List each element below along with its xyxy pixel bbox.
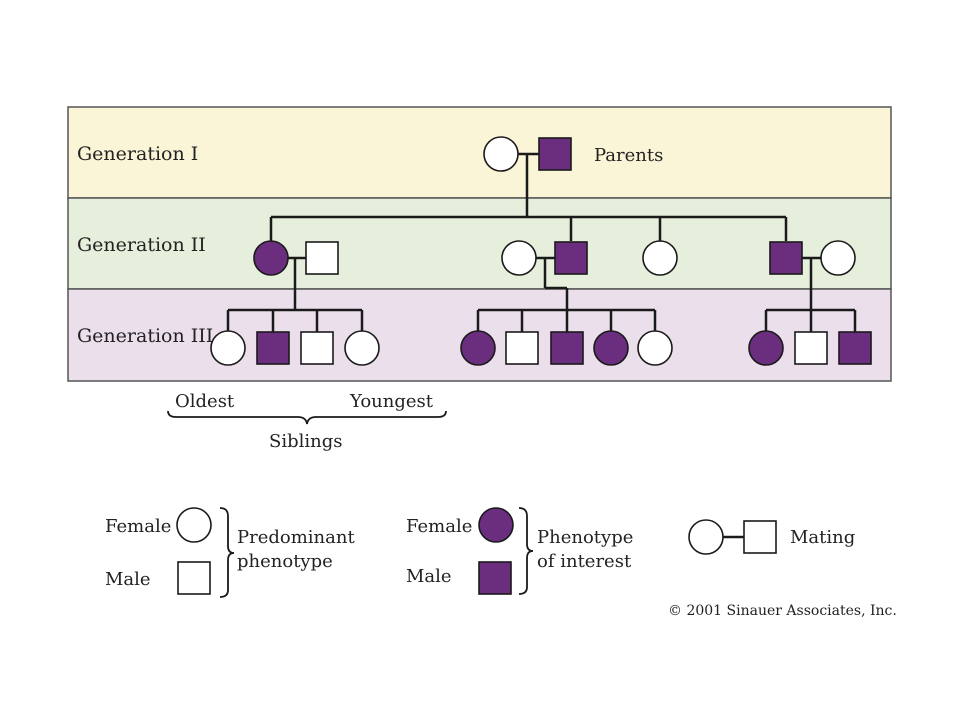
- oldest-label: Oldest: [175, 391, 235, 412]
- legend-affected-female-symbol: [478, 507, 514, 543]
- legend-female-predominant-label: Female: [105, 516, 171, 537]
- parents-label: Parents: [594, 145, 663, 166]
- unaffected-male-symbol: [794, 331, 828, 365]
- affected-female-symbol: [748, 330, 784, 366]
- affected-male-symbol: [550, 331, 584, 365]
- affected-male-symbol: [256, 331, 290, 365]
- affected-male-symbol: [538, 137, 572, 171]
- unaffected-female-symbol: [501, 240, 537, 276]
- generation-ii-band: [67, 197, 892, 290]
- unaffected-female-symbol: [820, 240, 856, 276]
- unaffected-female-symbol: [637, 330, 673, 366]
- unaffected-female-symbol: [210, 330, 246, 366]
- legend-interest-line1: Phenotype: [537, 527, 633, 548]
- affected-female-symbol: [460, 330, 496, 366]
- affected-male-symbol: [554, 241, 588, 275]
- legend-mating-label: Mating: [790, 527, 855, 548]
- legend-unaffected-male-symbol: [177, 561, 211, 595]
- legend-predominant-bracket: [219, 507, 235, 598]
- legend-mating-male-symbol: [743, 520, 777, 554]
- unaffected-female-symbol: [483, 136, 519, 172]
- affected-female-symbol: [253, 240, 289, 276]
- legend-female-interest-label: Female: [406, 516, 472, 537]
- affected-male-symbol: [769, 241, 803, 275]
- unaffected-female-symbol: [344, 330, 380, 366]
- legend-interest-bracket: [518, 507, 534, 595]
- siblings-bracket: [167, 410, 447, 425]
- legend-interest-line2: of interest: [537, 551, 632, 572]
- legend-male-predominant-label: Male: [105, 569, 151, 590]
- youngest-label: Youngest: [349, 391, 434, 412]
- legend: Female Male Predominant phenotype Female…: [105, 507, 855, 598]
- legend-predominant-line2: phenotype: [237, 551, 333, 572]
- generation-iii-label: Generation III: [77, 325, 213, 347]
- unaffected-male-symbol: [505, 331, 539, 365]
- legend-predominant-line1: Predominant: [237, 527, 355, 548]
- legend-unaffected-female-symbol: [176, 507, 212, 543]
- legend-male-interest-label: Male: [406, 566, 452, 587]
- affected-male-symbol: [838, 331, 872, 365]
- unaffected-male-symbol: [300, 331, 334, 365]
- affected-female-symbol: [593, 330, 629, 366]
- unaffected-male-symbol: [305, 241, 339, 275]
- legend-mating-female-symbol: [688, 519, 724, 555]
- pedigree-individuals: [210, 136, 872, 366]
- generation-ii-label: Generation II: [77, 234, 206, 256]
- unaffected-female-symbol: [642, 240, 678, 276]
- pedigree-lines: [226, 152, 857, 332]
- copyright-credit: © 2001 Sinauer Associates, Inc.: [668, 603, 897, 619]
- siblings-label: Siblings: [269, 431, 342, 452]
- legend-affected-male-symbol: [478, 561, 512, 595]
- generation-i-band: [67, 106, 892, 199]
- generation-i-label: Generation I: [77, 143, 198, 165]
